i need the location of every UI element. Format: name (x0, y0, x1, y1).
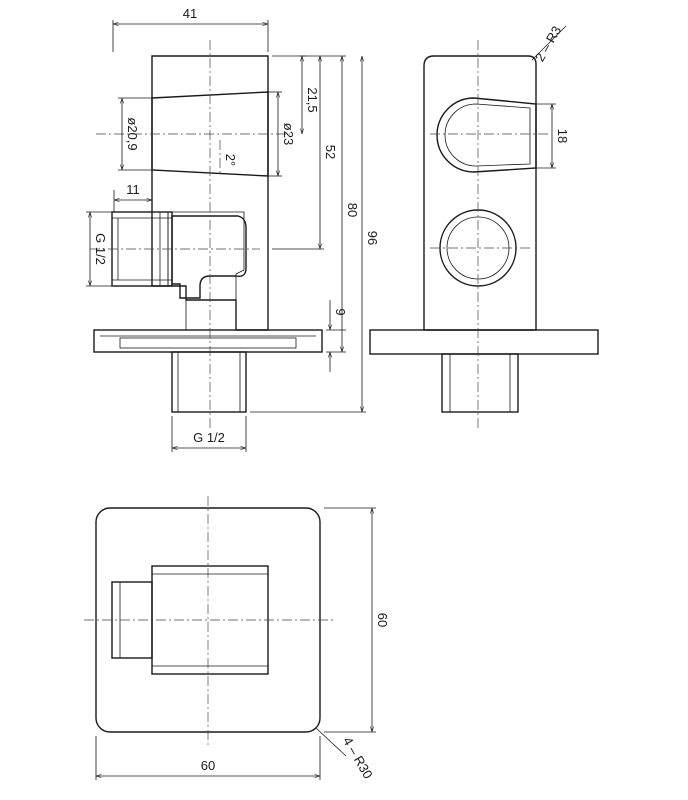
passage-cut (167, 211, 245, 331)
dim-g12-side: G 1/2 (93, 233, 108, 265)
dim-11: 11 (126, 182, 140, 197)
dim-21-5: 21,5 (305, 87, 320, 112)
side-bottom-outlet (441, 353, 519, 413)
front-view: 60 60 4 – R30 (84, 496, 390, 781)
dim-angle: 2° (223, 154, 238, 166)
dim-80: 80 (345, 203, 360, 217)
section-view (90, 40, 323, 430)
dim-96: 96 (365, 231, 380, 245)
valve-plug (171, 215, 247, 299)
dim-60-width: 60 (201, 758, 215, 773)
dim-60-height: 60 (375, 613, 390, 627)
dim-dia-23: ø23 (281, 123, 296, 145)
dim-dia-20-9: ø20,9 (125, 117, 140, 150)
dim-g12-bottom: G 1/2 (193, 430, 225, 445)
bottom-outlet (171, 351, 247, 413)
dim-41: 41 (183, 6, 197, 21)
section-dimensions: 41 11 G 1/2 ø20,9 ø23 2° 21,5 52 (86, 6, 380, 452)
side-body (423, 55, 537, 331)
side-view: 2 – R3 18 (369, 23, 599, 430)
side-flange (369, 329, 599, 355)
dim-9: 9 (333, 308, 348, 315)
dim-2-r3: 2 – R3 (532, 23, 564, 64)
dim-18: 18 (555, 129, 570, 143)
flange-plate (93, 329, 323, 353)
lever-handle (436, 97, 537, 173)
dim-4-r30: 4 – R30 (340, 734, 376, 781)
dim-52: 52 (323, 145, 338, 159)
